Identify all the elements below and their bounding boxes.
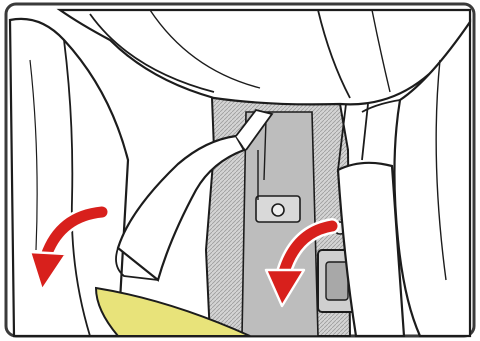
screw-icon — [272, 204, 284, 216]
